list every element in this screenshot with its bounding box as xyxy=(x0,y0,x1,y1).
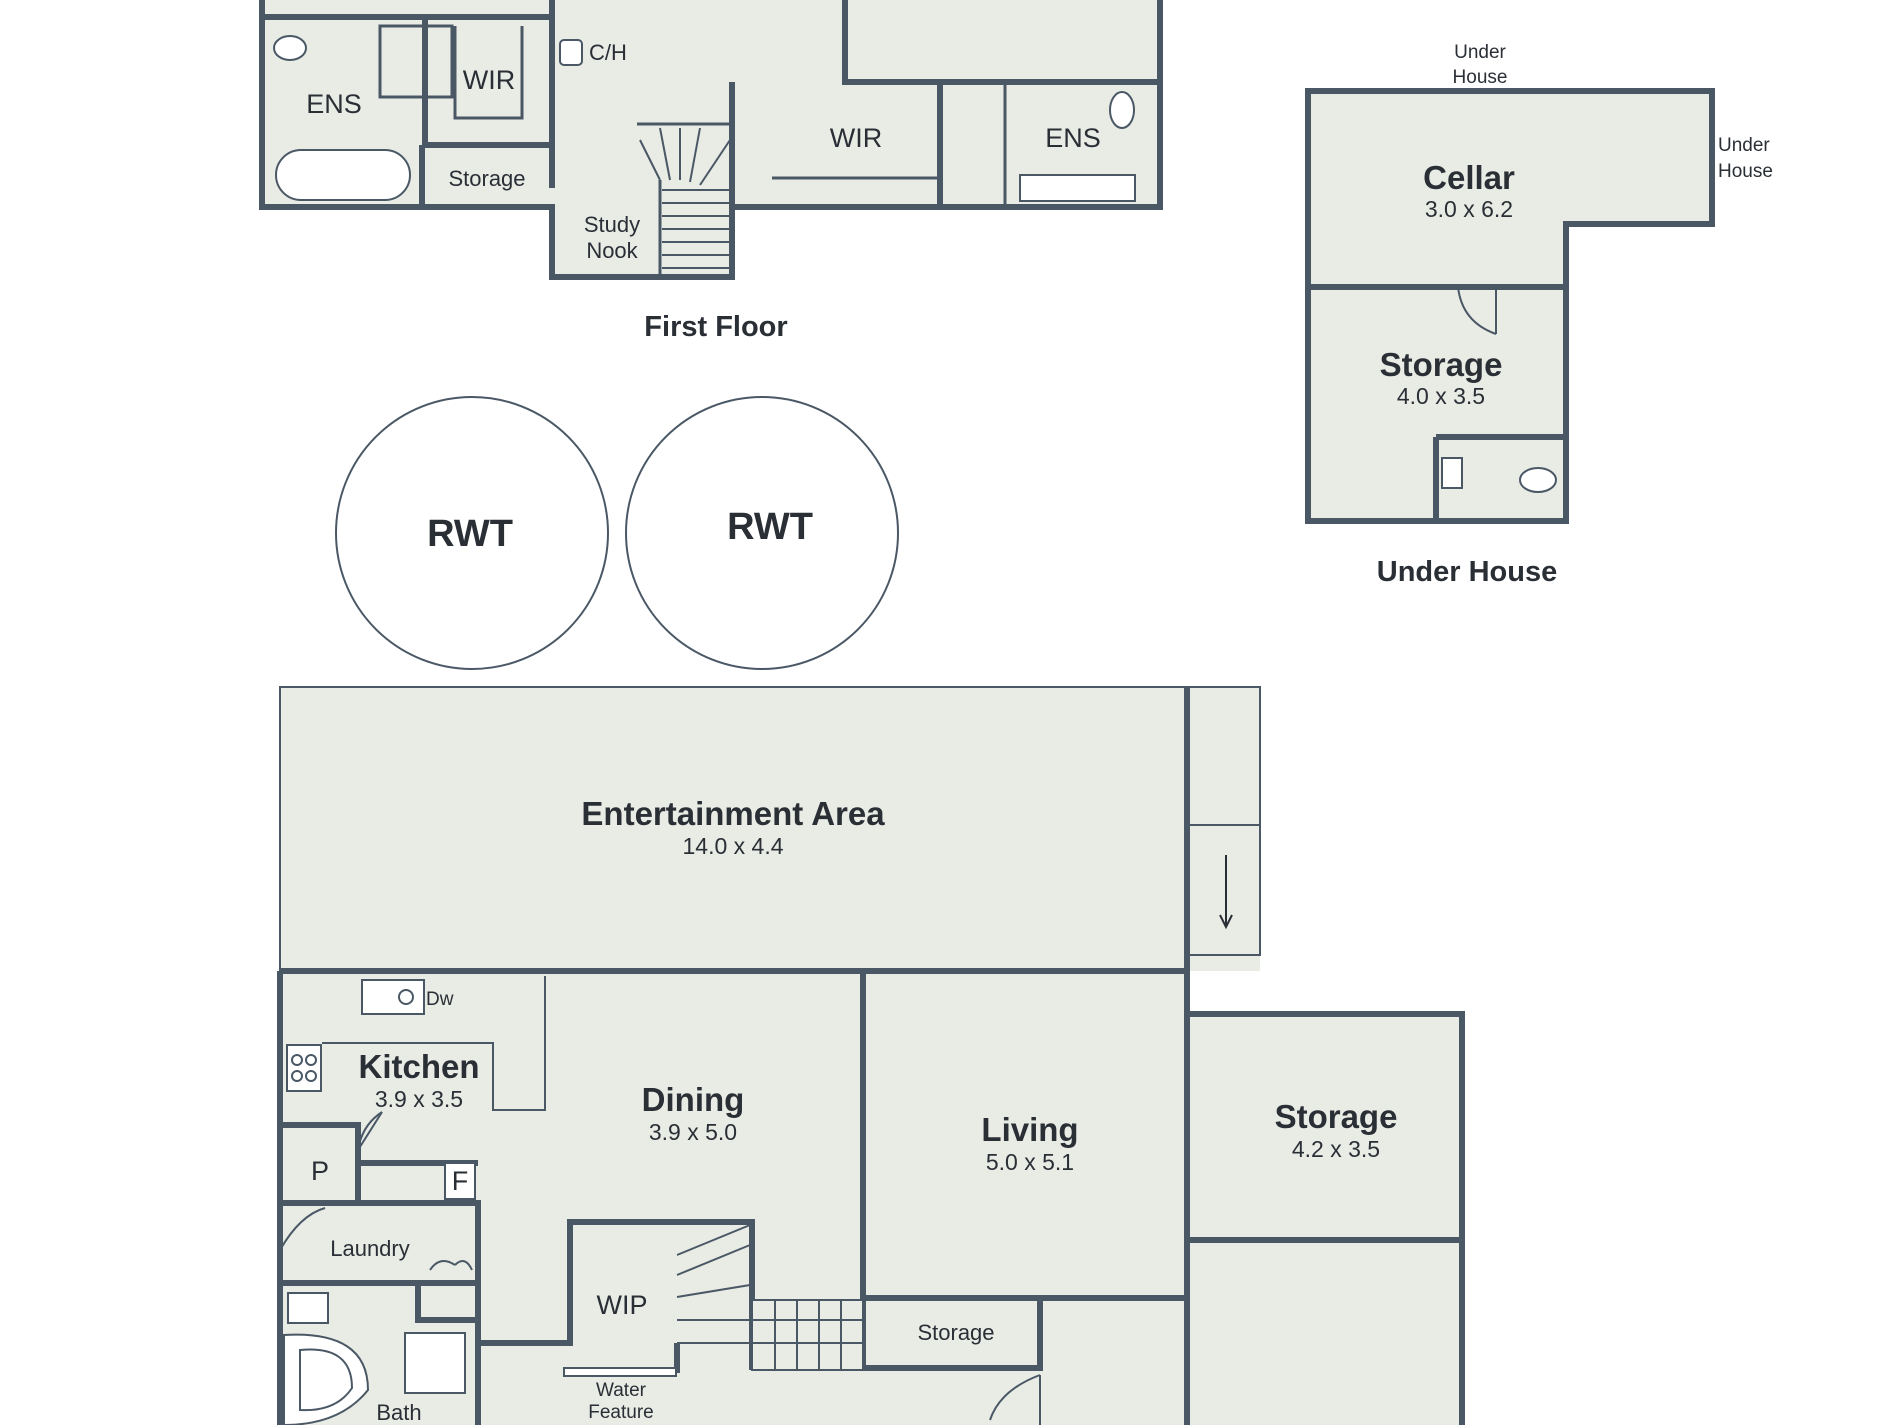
storage-big-label: Storage xyxy=(1275,1098,1398,1135)
first-floor-plan: ENS WIR Storage C/H Study Nook WIR ENS F… xyxy=(259,0,1163,343)
rwt-left-circle xyxy=(335,396,609,670)
first-floor-title: First Floor xyxy=(644,311,787,343)
ff-storage-label: Storage xyxy=(448,166,525,191)
water-feature-label-1: Water xyxy=(596,1380,647,1401)
under-house-plan: Under House Under House Cellar 3.0 x 6.2… xyxy=(1305,42,1773,588)
ff-wir-left-label: WIR xyxy=(463,65,515,95)
uh-storage-dims: 4.0 x 3.5 xyxy=(1397,383,1485,409)
pantry-label: P xyxy=(311,1156,329,1186)
rwt-right-label: RWT xyxy=(727,506,813,548)
dining-dims: 3.9 x 5.0 xyxy=(649,1119,737,1145)
cellar-label: Cellar xyxy=(1423,159,1515,196)
storage-big-floor xyxy=(1187,1014,1462,1425)
ff-ens-left-label: ENS xyxy=(306,89,362,119)
living-dims: 5.0 x 5.1 xyxy=(986,1149,1074,1175)
ff-study-nook-label-1: Study xyxy=(584,212,640,237)
entertainment-area-label: Entertainment Area xyxy=(581,795,885,832)
storage-small-label: Storage xyxy=(917,1320,994,1345)
ff-ch-label: C/H xyxy=(589,40,627,65)
dishwasher-label: Dw xyxy=(426,989,454,1010)
water-feature-label-2: Feature xyxy=(588,1402,653,1423)
under-house-title: Under House xyxy=(1377,556,1557,588)
laundry-label: Laundry xyxy=(330,1236,410,1261)
wip-label: WIP xyxy=(597,1290,648,1320)
uh-side-note-2: House xyxy=(1718,161,1773,182)
rainwater-tanks: RWT RWT xyxy=(335,396,899,670)
ground-floor-plan: Entertainment Area 14.0 x 4.4 Kitchen 3.… xyxy=(277,686,1465,1425)
uh-top-note-1: Under xyxy=(1454,42,1506,63)
living-label: Living xyxy=(981,1111,1078,1148)
dining-label: Dining xyxy=(642,1081,745,1118)
rwt-right-circle xyxy=(625,396,899,670)
rwt-left-label: RWT xyxy=(427,513,513,555)
entertainment-area-floor xyxy=(280,687,1260,971)
storage-big-dims: 4.2 x 3.5 xyxy=(1292,1136,1380,1162)
uh-side-note-1: Under xyxy=(1718,135,1770,156)
uh-storage-label: Storage xyxy=(1380,346,1503,383)
fridge-label: F xyxy=(452,1166,469,1196)
side-deck-floor xyxy=(1188,687,1260,955)
cellar-dims: 3.0 x 6.2 xyxy=(1425,196,1513,222)
uh-top-note-2: House xyxy=(1453,67,1508,88)
kitchen-label: Kitchen xyxy=(358,1048,479,1085)
ff-ens-right-label: ENS xyxy=(1045,123,1101,153)
kitchen-dims: 3.9 x 3.5 xyxy=(375,1086,463,1112)
ff-wir-right-label: WIR xyxy=(830,123,882,153)
uh-floor xyxy=(1308,91,1712,521)
entertainment-area-dims: 14.0 x 4.4 xyxy=(682,833,783,859)
bath-label: Bath xyxy=(376,1400,421,1425)
ff-study-nook-label-2: Nook xyxy=(586,238,638,263)
ff-floor-right xyxy=(732,0,1160,207)
